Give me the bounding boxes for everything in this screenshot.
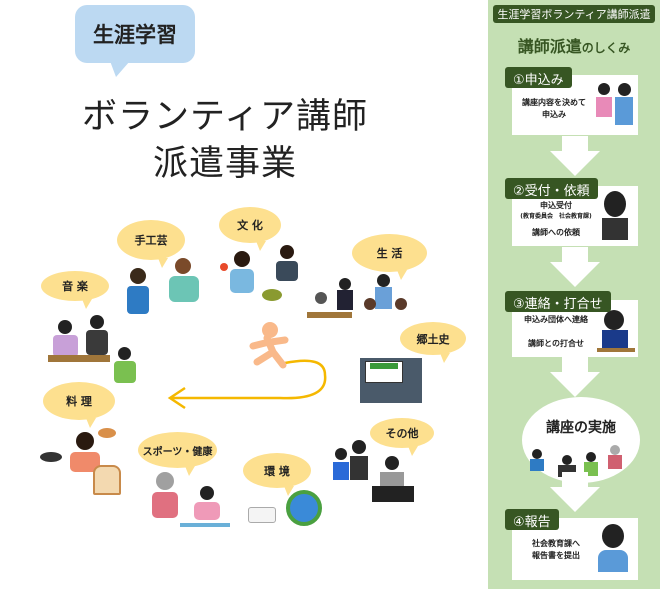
implementation-text: 講座の実施 <box>546 420 616 436</box>
music-illustration <box>48 315 148 390</box>
category-bubble-local-history: 郷土史 <box>400 322 466 363</box>
environment-illustration <box>248 485 328 530</box>
step1-text: 講座内容を決めて申込み <box>522 98 586 119</box>
implementation-ellipse: 講座の実施 <box>522 397 640 483</box>
down-arrow-2 <box>550 247 600 287</box>
sports-health-illustration <box>148 468 233 530</box>
running-person-icon <box>249 322 289 369</box>
other-illustration <box>330 440 420 505</box>
category-bubble-life: 生 活 <box>352 234 427 280</box>
down-arrow-4 <box>550 472 600 512</box>
lifelong-learning-tag: 生涯学習 <box>75 5 195 77</box>
step2-text: 申込受付(教育委員会 社会教育課)講師への依頼 <box>520 201 592 237</box>
category-bubble-culture: 文 化 <box>219 207 281 251</box>
step4-label: ④報告 <box>505 509 559 530</box>
down-arrow-3 <box>550 357 600 397</box>
panel-tag: 生涯学習ボランティア講師派遣 <box>493 5 655 23</box>
panel-title-suffix: のしくみ <box>581 41 631 55</box>
cooking-illustration <box>38 420 123 500</box>
down-arrow-1 <box>550 136 600 176</box>
step4-text: 社会教育課へ報告書を提出 <box>532 539 580 560</box>
life-illustration <box>307 272 412 327</box>
step3-label: ③連絡・打合せ <box>505 291 611 312</box>
panel-title-main: 講師派遣 <box>517 37 582 56</box>
culture-illustration <box>218 243 303 305</box>
category-bubble-music: 音 楽 <box>41 271 109 309</box>
category-bubble-sports-health: スポーツ・健康 <box>138 432 217 476</box>
panel-title: 講師派遣のしくみ <box>488 33 660 57</box>
step2-label: ②受付・依頼 <box>505 178 598 199</box>
category-bubble-environment: 環 境 <box>243 453 311 496</box>
page-title-line2: 派遣事業 <box>152 144 297 184</box>
category-bubble-other: その他 <box>370 418 434 456</box>
step3-text: 申込み団体へ連絡講師との打合せ <box>524 315 588 348</box>
handicraft-illustration <box>125 258 205 316</box>
local-history-illustration <box>360 358 422 403</box>
step1-label: ①申込み <box>505 67 572 88</box>
tag-text: 生涯学習 <box>93 23 177 47</box>
category-bubble-cooking: 料 理 <box>43 382 115 428</box>
category-bubble-handicraft: 手工芸 <box>117 220 185 268</box>
page-title-line1: ボランティア講師 <box>82 97 368 137</box>
circular-flow-arrow <box>167 359 327 410</box>
